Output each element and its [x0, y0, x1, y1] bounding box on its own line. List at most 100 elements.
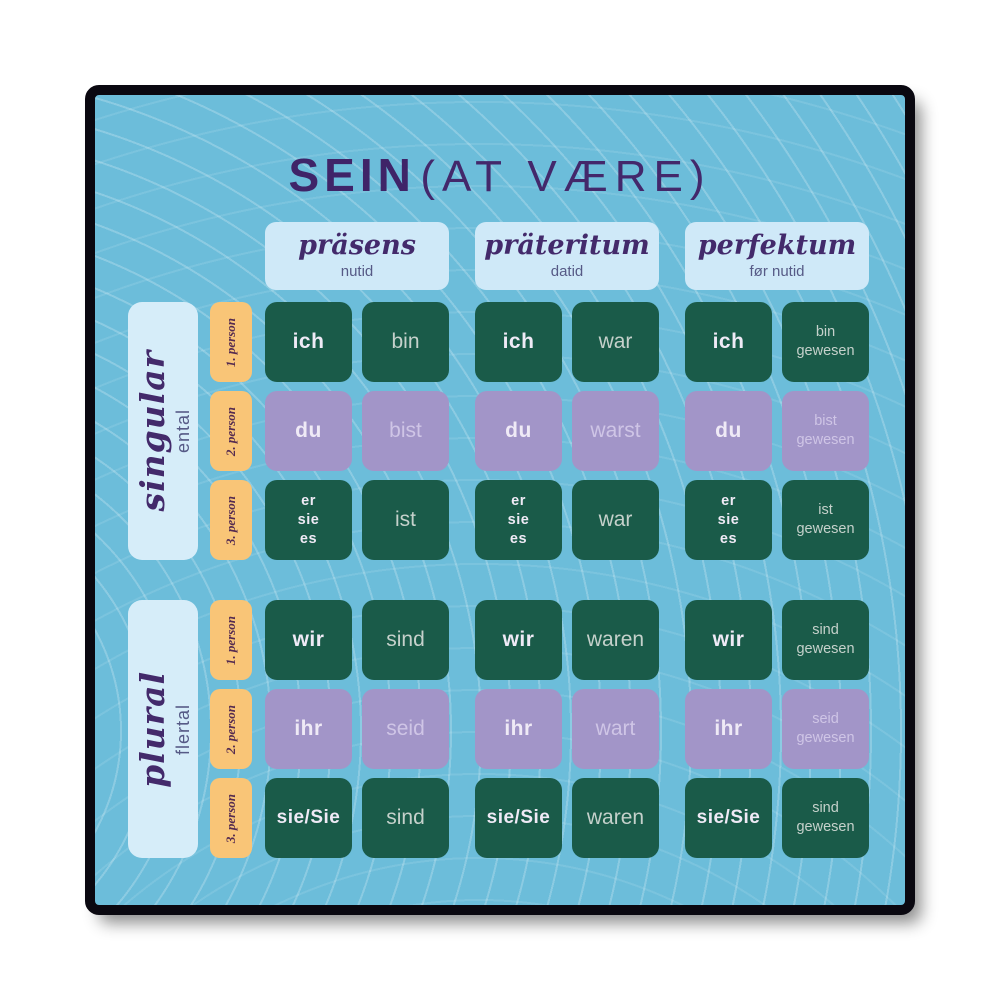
tense-group-praesens: du bist	[265, 391, 449, 472]
person-label: 3. person	[210, 778, 252, 859]
section-label-text: singular	[132, 350, 172, 512]
tense-group-perfektum: wir sind gewesen	[685, 600, 869, 681]
pronoun-text: sie/Sie	[486, 807, 551, 829]
table-row: 3. person sie/Sie sind sie/Sie	[210, 778, 869, 859]
person-label-text: 1. person	[223, 317, 238, 367]
table-row: 1. person ich bin ich war	[210, 302, 869, 383]
pronoun-text: er sie es	[717, 492, 740, 547]
pronoun-cell: sie/Sie	[475, 778, 562, 859]
section-label-singular: singular ental	[128, 302, 198, 561]
verb-text: bin	[391, 330, 420, 354]
tense-header-row: präsens nutid präteritum datid perfektum…	[265, 222, 869, 291]
verb-cell: bist gewesen	[782, 391, 869, 472]
pronoun-text: sie/Sie	[696, 807, 761, 829]
verb-text: ist	[395, 508, 416, 532]
verb-text: seid gewesen	[796, 711, 855, 747]
verb-text: bist	[389, 419, 422, 443]
person-label: 1. person	[210, 302, 252, 383]
pronoun-text: wir	[502, 628, 535, 652]
section-rows: 1. person ich bin ich war	[210, 302, 869, 561]
poster-content: SEIN (AT VÆRE) präsens nutid präteritum …	[95, 151, 905, 905]
person-label-text: 3. person	[223, 495, 238, 545]
tense-translation: nutid	[340, 263, 374, 281]
person-label: 2. person	[210, 689, 252, 770]
pronoun-cell: ihr	[475, 689, 562, 770]
person-label-text: 2. person	[223, 704, 238, 754]
row-cells: ich bin ich war ich bin	[265, 302, 869, 383]
tense-group-praesens: wir sind	[265, 600, 449, 681]
table-row: 3. person er sie es ist er sie es	[210, 480, 869, 561]
tense-group-praesens: ihr seid	[265, 689, 449, 770]
verb-text: war	[598, 330, 633, 354]
pronoun-cell: du	[685, 391, 772, 472]
verb-cell: sind gewesen	[782, 600, 869, 681]
section-rows: 1. person wir sind wir waren	[210, 600, 869, 859]
person-label: 2. person	[210, 391, 252, 472]
verb-cell: waren	[572, 600, 659, 681]
verb-text: wart	[595, 717, 636, 741]
tense-header-praesens: präsens nutid	[265, 222, 449, 291]
verb-text: sind gewesen	[796, 800, 855, 836]
verb-cell: seid	[362, 689, 449, 770]
section-singular: singular ental 1. person ich	[128, 302, 869, 561]
pronoun-cell: er sie es	[685, 480, 772, 561]
tense-header-perfektum: perfektum før nutid	[685, 222, 869, 291]
verb-text: waren	[586, 806, 645, 830]
tense-name: perfektum	[697, 230, 857, 262]
verb-cell: bist	[362, 391, 449, 472]
conjugation-table: präsens nutid präteritum datid perfektum…	[128, 222, 869, 859]
verb-cell: sind	[362, 600, 449, 681]
pronoun-text: wir	[712, 628, 745, 652]
pronoun-cell: wir	[685, 600, 772, 681]
pronoun-text: er sie es	[297, 492, 320, 547]
title-verb: SEIN	[288, 149, 416, 201]
tense-group-perfektum: du bist gewesen	[685, 391, 869, 472]
table-row: 2. person ihr seid ihr wart	[210, 689, 869, 770]
section-plural: plural flertal 1. person wir	[128, 600, 869, 859]
table-body: singular ental 1. person ich	[128, 302, 869, 859]
tense-group-praeteritum: ich war	[475, 302, 659, 383]
verb-text: sind	[386, 628, 425, 652]
row-cells: ihr seid ihr wart ihr se	[265, 689, 869, 770]
tense-group-praeteritum: ihr wart	[475, 689, 659, 770]
row-cells: du bist du warst du bist	[265, 391, 869, 472]
pronoun-cell: ich	[685, 302, 772, 383]
pronoun-text: ihr	[714, 717, 743, 741]
tense-group-praeteritum: sie/Sie waren	[475, 778, 659, 859]
section-label-translation: ental	[172, 409, 193, 454]
verb-cell: ist	[362, 480, 449, 561]
tense-group-perfektum: ihr seid gewesen	[685, 689, 869, 770]
row-cells: wir sind wir waren wir s	[265, 600, 869, 681]
verb-cell: sind gewesen	[782, 778, 869, 859]
verb-cell: wart	[572, 689, 659, 770]
tense-name: präsens	[298, 230, 416, 262]
section-label-text: plural	[132, 670, 172, 788]
section-label-plural: plural flertal	[128, 600, 198, 859]
tense-group-praeteritum: er sie es war	[475, 480, 659, 561]
pronoun-text: ihr	[294, 717, 323, 741]
pronoun-cell: du	[475, 391, 562, 472]
pronoun-cell: er sie es	[475, 480, 562, 561]
pronoun-cell: sie/Sie	[685, 778, 772, 859]
verb-text: waren	[586, 628, 645, 652]
tense-group-perfektum: er sie es ist gewesen	[685, 480, 869, 561]
verb-text: bist gewesen	[796, 413, 855, 449]
table-row: 2. person du bist du warst	[210, 391, 869, 472]
pronoun-text: ich	[502, 330, 535, 354]
pronoun-cell: du	[265, 391, 352, 472]
pronoun-text: du	[295, 419, 322, 443]
page-title: SEIN (AT VÆRE)	[95, 151, 905, 200]
tense-group-praeteritum: wir waren	[475, 600, 659, 681]
pronoun-cell: ich	[265, 302, 352, 383]
tense-translation: før nutid	[749, 263, 805, 281]
row-cells: sie/Sie sind sie/Sie waren sie/Sie	[265, 778, 869, 859]
pronoun-cell: wir	[265, 600, 352, 681]
verb-text: war	[598, 508, 633, 532]
pronoun-text: er sie es	[507, 492, 530, 547]
pronoun-cell: er sie es	[265, 480, 352, 561]
person-label: 1. person	[210, 600, 252, 681]
verb-cell: warst	[572, 391, 659, 472]
verb-text: warst	[590, 419, 641, 443]
poster: SEIN (AT VÆRE) präsens nutid präteritum …	[85, 85, 915, 915]
